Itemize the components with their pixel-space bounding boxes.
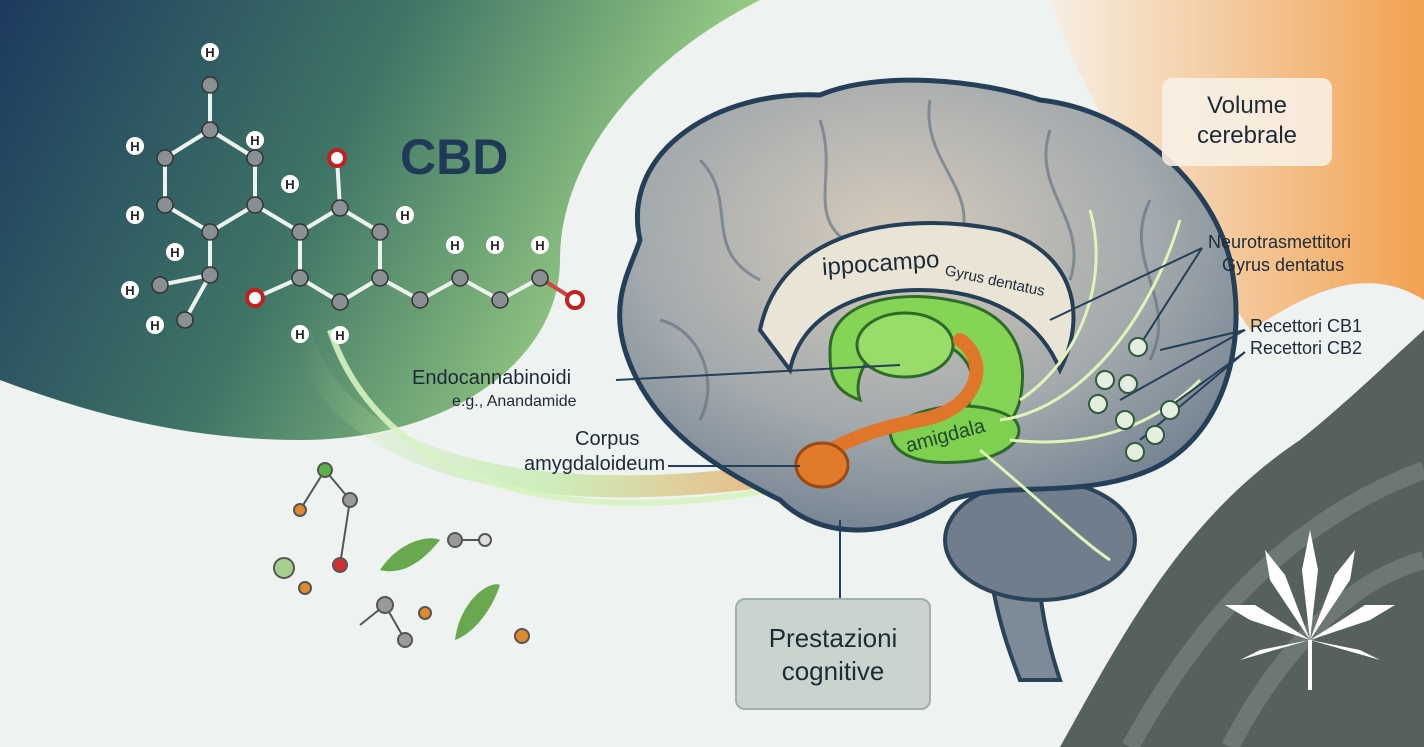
cb1-receptor-label: Recettori CB1: [1250, 316, 1363, 336]
carbon-atom: [371, 223, 389, 241]
oxygen-atom: [245, 288, 265, 308]
carbon-atom: [151, 276, 169, 294]
carbon-atom: [156, 149, 174, 167]
hydrogen-label: H: [130, 208, 139, 223]
hydrogen-atom: [486, 236, 504, 254]
cognitive-performance-box: Prestazioni cognitive: [735, 598, 931, 710]
cbd-molecule: H H H H H H H H H H H H H H: [121, 43, 585, 344]
carbon-atom: [201, 121, 219, 139]
navy-background-blob: [0, 0, 760, 440]
hydrogen-label: H: [130, 139, 139, 154]
hydrogen-atom: [126, 137, 144, 155]
carbon-atom: [201, 223, 219, 241]
anandamide-label: e.g., Anandamide: [452, 393, 577, 410]
hydrogen-atom: [331, 326, 349, 344]
cerebellum: [943, 478, 1137, 602]
small-molecules: [273, 462, 530, 648]
carbon-atom: [246, 196, 264, 214]
hydrogen-atom: [291, 325, 309, 343]
bond: [208, 128, 257, 160]
hydrogen-label: H: [490, 238, 499, 253]
hydrogen-label: H: [400, 208, 409, 223]
bond: [163, 128, 212, 160]
endocannabinoids-label: Endocannabinoidi: [412, 367, 572, 389]
hydrogen-label: H: [150, 318, 159, 333]
carbon-atom: [451, 269, 469, 287]
hydrogen-label: H: [170, 245, 179, 260]
carbon-atom: [291, 269, 309, 287]
carbon-atom: [246, 149, 264, 167]
carbon-atom: [371, 269, 389, 287]
oxygen-atom: [565, 290, 585, 310]
hydrogen-label: H: [450, 238, 459, 253]
corpus-amygdaloideum-shape: [794, 441, 850, 489]
carbon-atom: [331, 199, 349, 217]
hydrogen-atom: [201, 43, 219, 61]
hydrogen-atom: [166, 243, 184, 261]
cannabis-leaf-icon: [1225, 530, 1395, 690]
corpus-label: Corpus: [575, 428, 640, 450]
hydrogen-label: H: [535, 238, 544, 253]
carbon-atom: [331, 293, 349, 311]
dark-leaf-background: [1060, 330, 1424, 747]
hydrogen-atom: [126, 206, 144, 224]
amygdaloideum-label: amygdaloideum: [524, 453, 666, 475]
hydrogen-atom: [281, 175, 299, 193]
carbon-atom: [201, 266, 219, 284]
cognitive-performance-label: Prestazioni cognitive: [768, 623, 898, 686]
gyrus-dentatus-right-label: Gyrus dentatus: [1222, 255, 1345, 275]
carbon-atom: [156, 196, 174, 214]
carbon-atom: [201, 76, 219, 94]
hydrogen-atom: [531, 236, 549, 254]
carbon-atom: [531, 269, 549, 287]
hydrogen-atom: [396, 206, 414, 224]
hydrogen-label: H: [285, 177, 294, 192]
carbon-atom: [176, 311, 194, 329]
neurotransmitters-label: Neurotrasmettitori: [1208, 232, 1352, 252]
hydrogen-atom: [146, 316, 164, 334]
hydrogen-label: H: [205, 45, 214, 60]
volume-cerebrale-label: Volume cerebrale: [1196, 92, 1298, 149]
hydrogen-label: H: [125, 283, 134, 298]
oxygen-atom: [327, 148, 347, 168]
hydrogen-label: H: [335, 328, 344, 343]
hydrogen-atom: [446, 236, 464, 254]
cbd-title: CBD: [400, 129, 509, 185]
amygdala-orange-tract: [823, 333, 984, 457]
volume-cerebrale-box: Volume cerebrale: [1162, 78, 1332, 166]
hydrogen-label: H: [250, 133, 259, 148]
carbon-atom: [491, 291, 509, 309]
hydrogen-atom: [121, 281, 139, 299]
receptor-cells: [1088, 337, 1180, 462]
herb-leaves: [380, 538, 500, 640]
hydrogen-atom: [246, 131, 264, 149]
carbon-atom: [291, 223, 309, 241]
hydrogen-label: H: [295, 327, 304, 342]
carbon-atom: [411, 291, 429, 309]
cb2-receptor-label: Recettori CB2: [1250, 338, 1363, 358]
